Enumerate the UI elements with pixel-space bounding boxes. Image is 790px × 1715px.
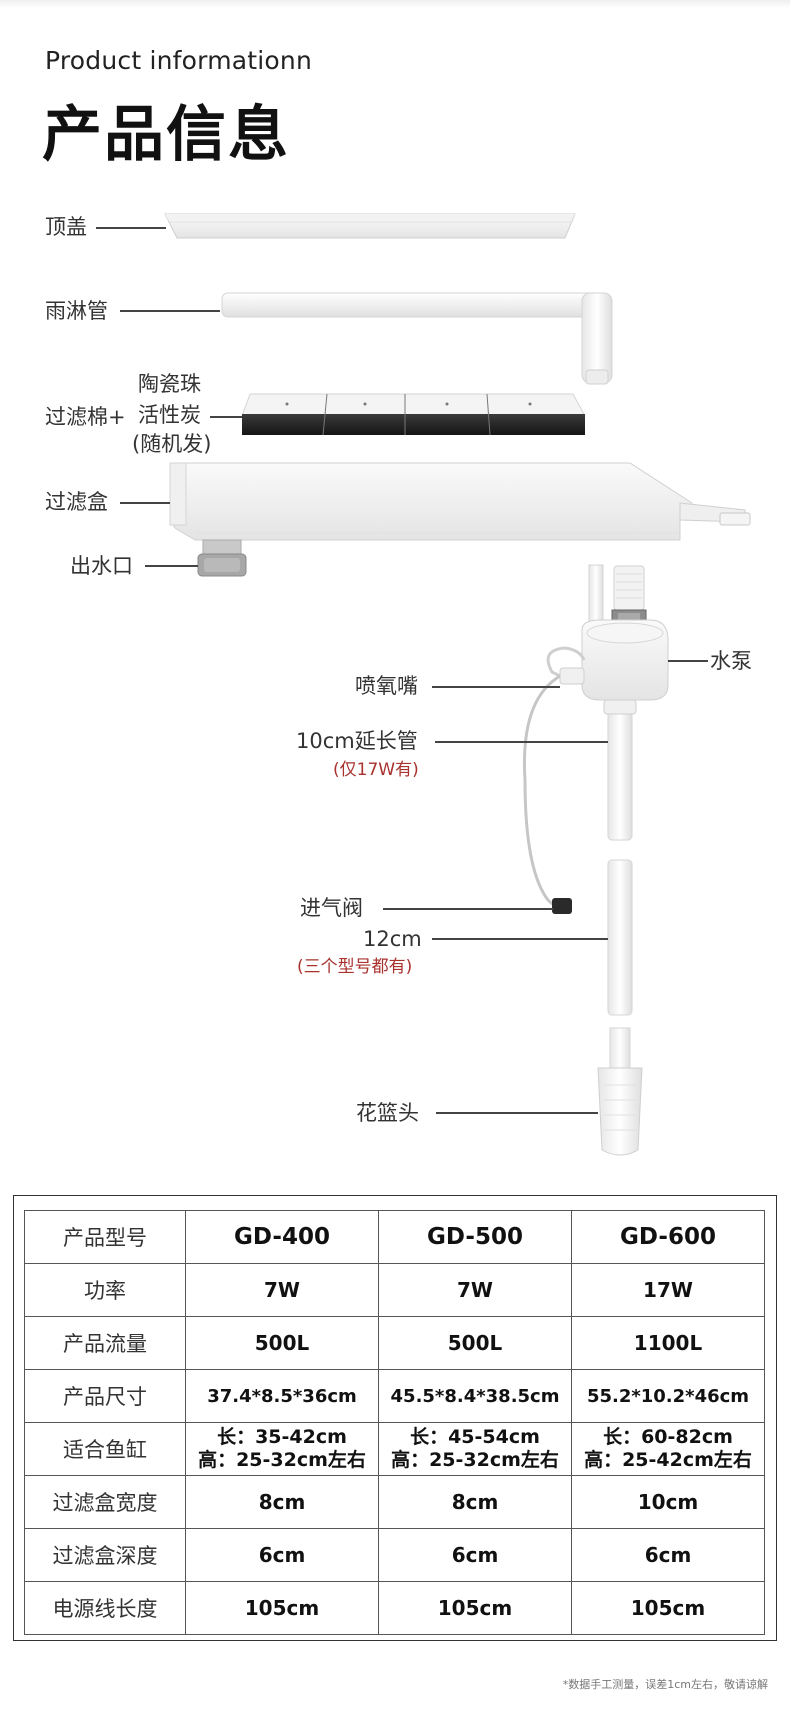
label-filter-media-3: 活性炭 [138,403,201,427]
label-pump: 水泵 [710,649,752,673]
row-label: 产品型号 [24,1210,186,1264]
leader-strainer [436,1112,598,1114]
leader-pipe-12cm [432,938,608,940]
table-cell: 105cm [378,1581,572,1635]
leader-top-cover [96,227,166,229]
label-air-valve: 进气阀 [300,896,363,920]
table-row: 产品尺寸 37.4*8.5*36cm 45.5*8.4*38.5cm 55.2*… [24,1369,765,1423]
label-strainer: 花篮头 [356,1101,419,1125]
label-pipe-12cm: 12cm [363,927,422,951]
air-tube-part [522,646,586,914]
leader-extension-pipe [435,741,608,743]
table-cell: 7W [378,1263,572,1317]
pump-part [559,564,669,701]
label-filter-media-2: 过滤棉+ [45,405,126,429]
leader-rain-pipe [120,310,220,312]
leader-air-valve [383,908,553,910]
tank-height: 高：25-32cm左右 [391,1449,559,1471]
table-cell: 500L [185,1316,379,1370]
table-row: 产品流量 500L 500L 1100L [24,1316,765,1370]
model-cell: GD-500 [378,1210,572,1264]
table-cell: 45.5*8.4*38.5cm [378,1369,572,1423]
tank-height: 高：25-32cm左右 [198,1449,366,1471]
table-cell: 长：45-54cm 高：25-32cm左右 [378,1422,572,1476]
row-label: 电源线长度 [24,1581,186,1635]
top-divider [0,0,790,8]
row-label: 过滤盒深度 [24,1528,186,1582]
label-extension-pipe-note: (仅17W有) [333,760,419,780]
label-pipe-12cm-note: (三个型号都有) [297,957,413,977]
table-row: 电源线长度 105cm 105cm 105cm [24,1581,765,1635]
leader-filter-media [210,416,242,418]
table-cell: 7W [185,1263,379,1317]
table-row: 产品型号 GD-400 GD-500 GD-600 [24,1210,765,1264]
table-cell: 37.4*8.5*36cm [185,1369,379,1423]
table-cell: 8cm [185,1475,379,1529]
table-cell: 6cm [378,1528,572,1582]
row-label: 功率 [24,1263,186,1317]
spec-table-frame [13,1195,777,1641]
table-cell: 1100L [571,1316,765,1370]
filter-box-part [169,462,751,541]
page-title: 产品信息 [42,100,290,170]
table-cell: 长：35-42cm 高：25-32cm左右 [185,1422,379,1476]
label-rain-pipe: 雨淋管 [45,299,108,323]
pipe-12cm-part [607,859,633,1016]
spec-table: 产品型号 GD-400 GD-500 GD-600 功率 7W 7W 17W 产… [24,1210,765,1635]
label-air-nozzle: 喷氧嘴 [355,674,418,698]
leader-outlet [145,565,198,567]
filter-media-part [241,393,586,436]
outlet-part [197,539,247,577]
page-subtitle: Product informationn [45,46,313,75]
row-label: 产品流量 [24,1316,186,1370]
table-cell: 105cm [185,1581,379,1635]
label-filter-media-4: (随机发) [132,432,212,456]
tank-height: 高：25-42cm左右 [584,1449,752,1471]
row-label: 产品尺寸 [24,1369,186,1423]
row-label: 适合鱼缸 [24,1422,186,1476]
table-row: 过滤盒深度 6cm 6cm 6cm [24,1528,765,1582]
table-cell: 55.2*10.2*46cm [571,1369,765,1423]
rain-pipe-part [221,292,613,385]
label-filter-media-1: 陶瓷珠 [138,372,201,396]
strainer-part [597,1027,643,1156]
tank-length: 长：60-82cm [603,1426,733,1448]
table-row: 适合鱼缸 长：35-42cm 高：25-32cm左右 长：45-54cm 高：2… [24,1422,765,1476]
table-cell: 10cm [571,1475,765,1529]
table-row: 过滤盒宽度 8cm 8cm 10cm [24,1475,765,1529]
table-cell: 长：60-82cm 高：25-42cm左右 [571,1422,765,1476]
extension-pipe-part [603,699,637,841]
footnote: *数据手工测量，误差1cm左右，敬请谅解 [562,1678,768,1691]
table-cell: 105cm [571,1581,765,1635]
leader-pump [668,660,708,662]
leader-filter-box [120,502,170,504]
tank-length: 长：35-42cm [217,1426,347,1448]
leader-air-nozzle [432,686,560,688]
table-cell: 17W [571,1263,765,1317]
table-cell: 6cm [185,1528,379,1582]
table-cell: 8cm [378,1475,572,1529]
model-cell: GD-400 [185,1210,379,1264]
table-row: 功率 7W 7W 17W [24,1263,765,1317]
tank-length: 长：45-54cm [410,1426,540,1448]
label-extension-pipe: 10cm延长管 [296,729,418,753]
table-cell: 6cm [571,1528,765,1582]
label-top-cover: 顶盖 [45,215,87,239]
label-filter-box: 过滤盒 [45,490,108,514]
table-cell: 500L [378,1316,572,1370]
label-outlet: 出水口 [70,554,133,578]
row-label: 过滤盒宽度 [24,1475,186,1529]
model-cell: GD-600 [571,1210,765,1264]
top-cover-part [164,213,576,239]
product-exploded-diagram [164,213,751,1156]
